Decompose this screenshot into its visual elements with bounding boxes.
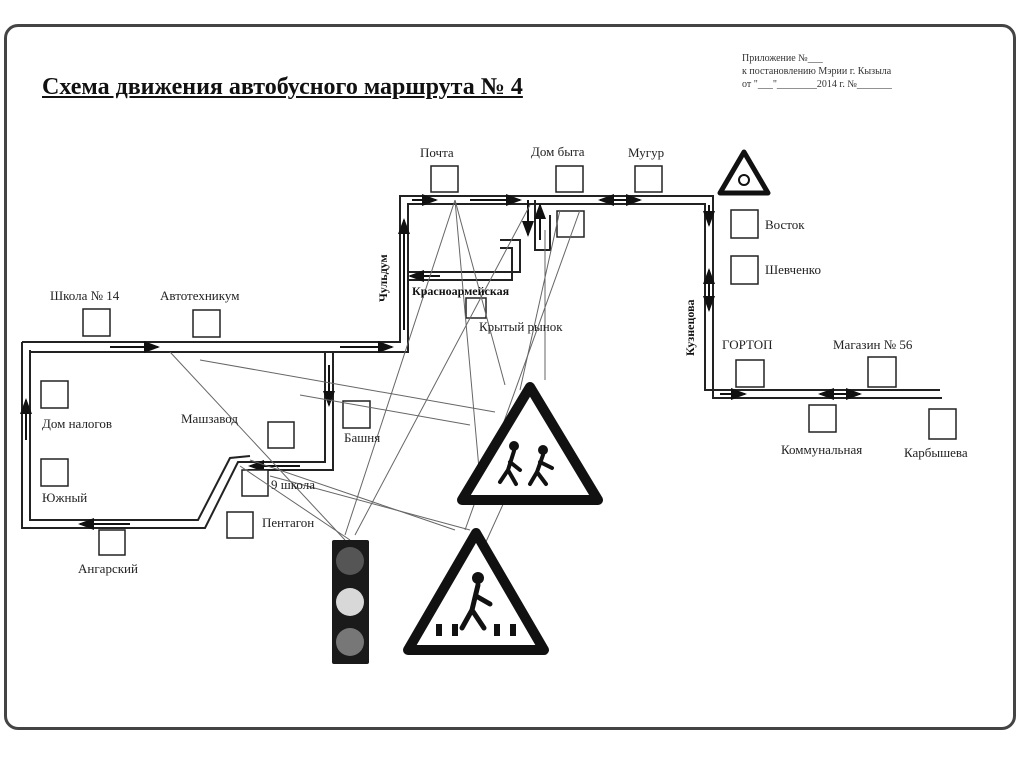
- stop-label-kommunalnaya: Коммунальная: [781, 442, 863, 457]
- appendix-line-3: от "___"________2014 г. №_______: [742, 79, 892, 90]
- route-arrows: [20, 194, 862, 530]
- children-crossing-sign: [457, 382, 603, 505]
- pedestrian-crossing-sign: [403, 528, 549, 655]
- stop-label-shevchenko: Шевченко: [765, 262, 821, 277]
- stop-label-krytyi-rynok: Крытый рынок: [479, 319, 563, 334]
- stop-label-school9: 9 школа: [271, 477, 316, 492]
- street-label-chuldum: Чульдум: [376, 254, 390, 302]
- stop-label-bashnya: Башня: [344, 430, 381, 445]
- roundabout-sign: [717, 149, 771, 196]
- stop-label-yuzhnyi: Южный: [42, 490, 88, 505]
- stop-label-dom-byta: Дом быта: [531, 144, 585, 159]
- stop-label-angarskii: Ангарский: [78, 561, 138, 576]
- stop-label-pochta: Почта: [420, 145, 454, 160]
- stop-label-gortop: ГОРТОП: [722, 337, 773, 352]
- stop-label-pentagon: Пентагон: [262, 515, 315, 530]
- stop-label-mashzavod: Машзавод: [181, 411, 239, 426]
- street-label-kuznetsova: Кузнецова: [683, 299, 697, 356]
- appendix-line-1: Приложение №___: [742, 53, 823, 64]
- street-label-krasnoarmeiskaya: Красноармейская: [412, 284, 510, 298]
- traffic-light: [332, 540, 369, 664]
- appendix-note: Приложение №___ к постановлению Мэрии г.…: [742, 52, 892, 91]
- stop-label-dom-nalogov: Дом налогов: [42, 416, 113, 431]
- page-title: Схема движения автобусного маршрута № 4: [42, 74, 523, 100]
- stop-label-mugur: Мугур: [628, 145, 665, 160]
- stop-markers: [40, 165, 957, 556]
- appendix-line-2: к постановлению Мэрии г. Кызыла: [742, 66, 892, 77]
- stop-label-school14: Школа № 14: [50, 288, 120, 303]
- stop-label-karbysheva: Карбышева: [904, 445, 968, 460]
- stop-label-vostok: Восток: [765, 217, 805, 232]
- stop-label-magazin56: Магазин № 56: [833, 337, 913, 352]
- stop-label-avtotekhnikum: Автотехникум: [160, 288, 240, 303]
